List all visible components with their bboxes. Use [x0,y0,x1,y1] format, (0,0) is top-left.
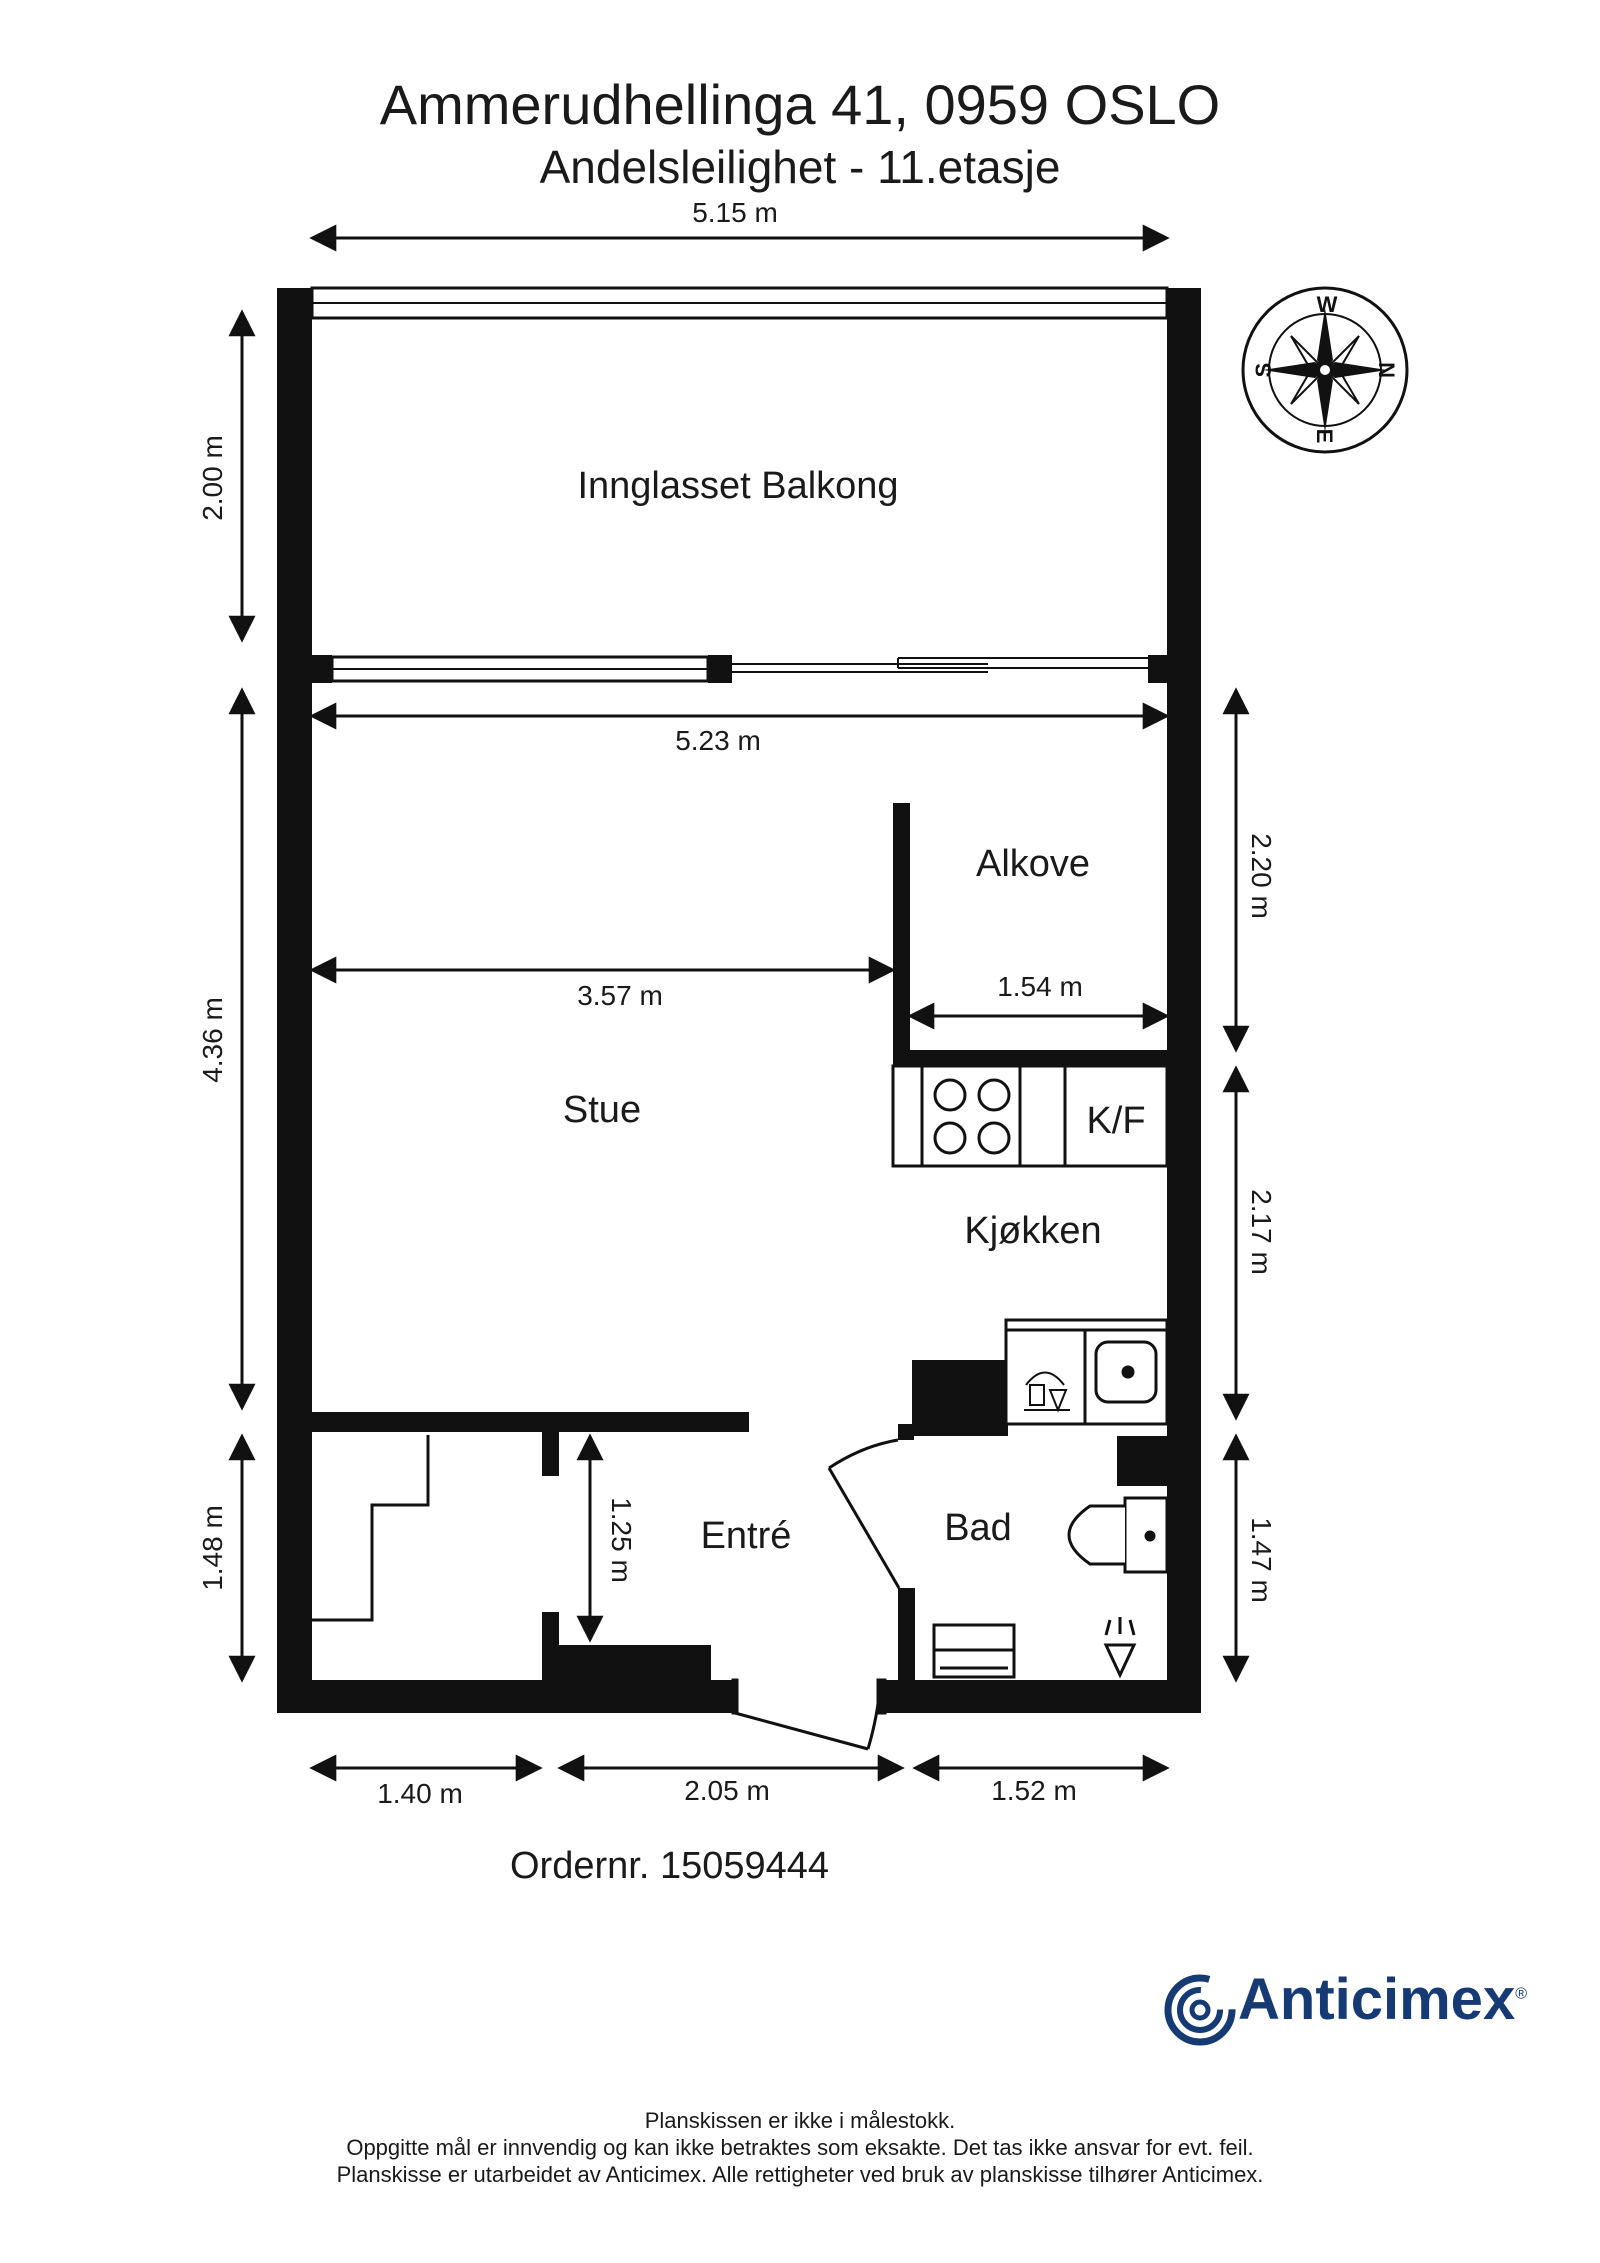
dim-bath-depth: 1.47 m [1246,1517,1277,1603]
anticimex-logo-icon [1164,1974,1236,2046]
sink-counter [1004,1318,1169,1426]
wall-bottom-left [277,1680,733,1713]
wall-bottom-right [885,1680,1201,1713]
compass-s: S [1251,363,1276,378]
disclaimer-line-1: Planskissen er ikke i målestokk. [644,2108,956,2133]
stove-icon [933,1078,1011,1155]
outer-walls [277,288,1201,1713]
dim-living-width: 3.57 m [577,980,663,1011]
dim-top-width: 5.15 m [692,197,778,228]
room-label-bath: Bad [944,1507,1012,1549]
sink-icon [1094,1340,1158,1404]
wall-right [1167,288,1201,1713]
hall-stub-upper [542,1432,559,1476]
alcove-bottom-wall [893,1050,1167,1066]
dimension-lines [228,224,1250,1782]
disclaimer-line-2: Oppgitte mål er innvendig og kan ikke be… [346,2135,1254,2160]
balcony-door-wall [312,655,1167,683]
dim-bottom-right: 1.52 m [991,1775,1077,1806]
hall-stairs [312,1435,430,1622]
compass-icon: W N S E [1241,286,1409,454]
dim-kitchen-depth: 2.17 m [1246,1189,1277,1275]
bath-corner-block [1117,1436,1167,1486]
shower-drain-icon [1103,1617,1137,1679]
bath-left-wall [898,1588,915,1680]
compass-e: E [1312,429,1337,444]
room-label-hall: Entré [701,1515,792,1557]
dim-alcove-width: 1.54 m [997,971,1083,1002]
page-subtitle: Andelsleilighet - 11.etasje [539,141,1061,193]
brand-name-text: Anticimex [1238,1967,1516,2032]
brand-reg-mark: ® [1515,1985,1527,2003]
dim-hall-depth-inner: 1.25 m [606,1497,637,1583]
room-label-kitchen: Kjøkken [964,1210,1101,1252]
room-label-fridge: K/F [1086,1100,1145,1142]
disclaimer-line-3: Planskisse er utarbeidet av Anticimex. A… [336,2162,1264,2187]
alcove-partition [893,803,910,1057]
dishwasher-icon [1024,1371,1070,1413]
room-label-balcony: Innglasset Balkong [577,465,898,507]
bath-top-block-left [912,1360,1010,1424]
dim-living-depth: 4.36 m [197,997,228,1083]
room-label-alcove: Alkove [976,843,1090,885]
hall-stub-lower [542,1612,559,1680]
dim-bottom-mid: 2.05 m [684,1775,770,1806]
order-number: Ordernr. 15059444 [510,1845,830,1887]
dim-alcove-depth: 2.20 m [1246,833,1277,919]
bath-door[interactable] [827,1438,901,1589]
interior-walls [312,803,1167,1680]
disclaimer: Planskissen er ikke i målestokk. Oppgitt… [0,2107,1600,2188]
dim-inner-width: 5.23 m [675,725,761,756]
entry-door[interactable] [731,1678,887,1751]
brand-name: Anticimex® [1238,1966,1527,2033]
hall-block [559,1645,711,1680]
compass-n: N [1374,362,1399,378]
hall-top-wall [312,1412,749,1432]
dim-balcony-depth: 2.00 m [197,435,228,521]
compass-w: W [1317,292,1338,317]
wall-left [277,288,312,1713]
balcony-glazing-top [310,286,1169,320]
dim-bottom-left: 1.40 m [377,1778,463,1809]
dim-hall-depth-left: 1.48 m [197,1505,228,1591]
page-title: Ammerudhellinga 41, 0959 OSLO [379,73,1221,136]
room-label-living: Stue [563,1089,641,1131]
washbasin-icon [932,1623,1016,1679]
toilet-icon [1067,1496,1169,1574]
